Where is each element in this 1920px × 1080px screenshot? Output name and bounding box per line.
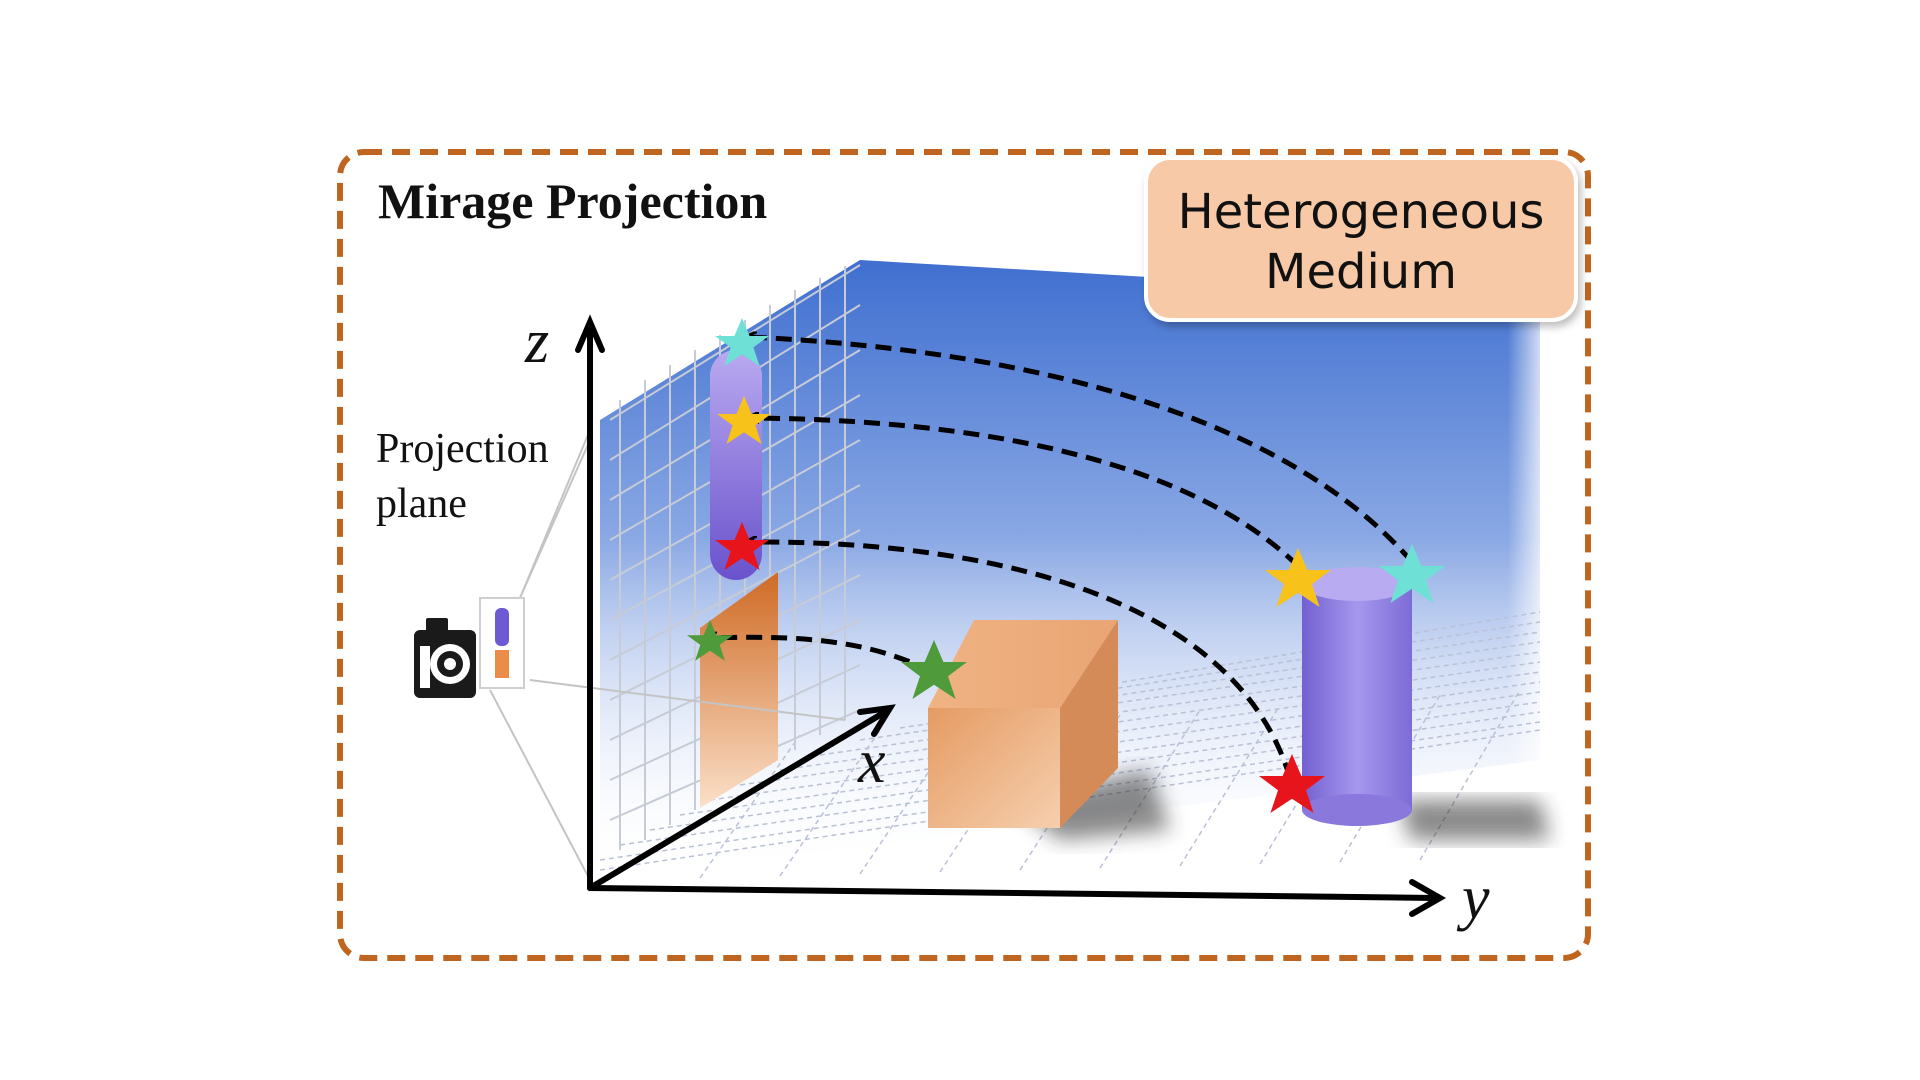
ray-green [708, 637, 934, 675]
medium-label-line-1: Heterogeneous [1178, 184, 1545, 240]
star-icon-green-top [687, 620, 733, 661]
cylinder-shadow [1400, 800, 1550, 840]
cube-object [928, 620, 1118, 828]
projected-cylinder-image [710, 350, 762, 580]
camera-preview-thumbnail [479, 597, 525, 689]
camera-frustum-lines [489, 429, 846, 881]
projection-plane-label-line-2: plane [376, 481, 467, 527]
star-icon-cyan-object [1379, 544, 1445, 603]
projected-cube-image [700, 572, 778, 808]
figure-title: Mirage Projection [378, 173, 767, 229]
cylinder-object [1302, 567, 1412, 826]
star-icon-green-object [901, 640, 967, 699]
star-icon-red-top [715, 522, 769, 570]
star-icon-red-object [1259, 754, 1325, 813]
heterogeneous-medium-box: Heterogeneous Medium [1144, 156, 1578, 322]
z-axis-label: z [524, 308, 549, 376]
mirage-ray-paths [708, 337, 1414, 779]
ray-cyan [748, 337, 1414, 564]
ray-yellow [750, 418, 1300, 568]
star-icon-yellow-top [717, 396, 771, 444]
star-icon-cyan-top [715, 318, 769, 366]
x-axis-label: x [857, 728, 886, 796]
medium-label-line-2: Medium [1265, 244, 1457, 300]
camera-icon [414, 618, 476, 698]
coordinate-axes [575, 314, 1447, 917]
y-axis-label: y [1456, 864, 1490, 932]
star-icon-yellow-object [1265, 548, 1331, 607]
figure-frame [337, 149, 1591, 961]
projection-plane-label-line-1: Projection [376, 426, 549, 472]
